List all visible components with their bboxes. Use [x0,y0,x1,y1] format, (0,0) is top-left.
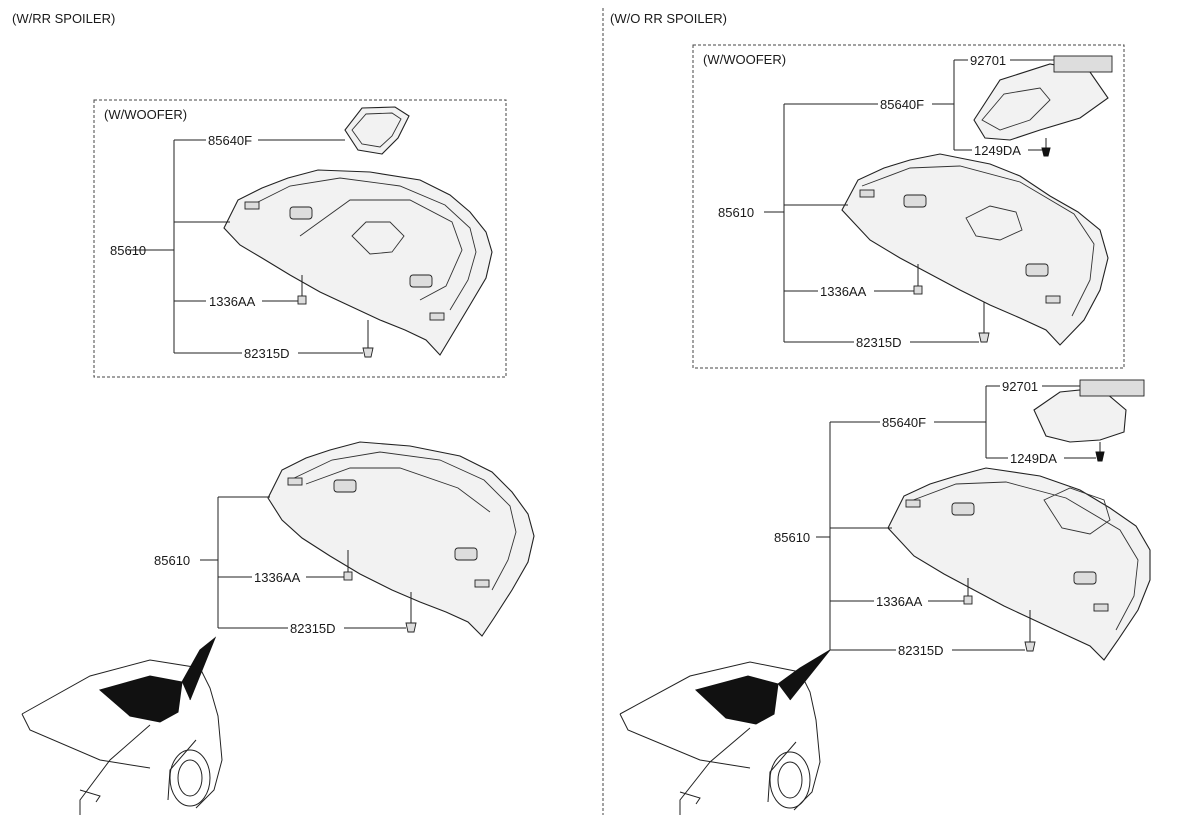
fastener-icon [362,320,374,358]
part-label: 1249DA [1010,451,1057,466]
woofer-cover-icon [344,106,410,155]
speaker-opening [409,274,433,288]
speaker-opening [333,479,357,493]
fastener-icon [978,302,990,343]
clip-icon [963,578,973,605]
part-label: 85610 [774,530,810,545]
speaker-opening [1025,263,1049,277]
group-left-woofer: (W/WOOFER) [93,99,507,378]
car-rear-icon [619,649,831,815]
section-title-right: (W/O RR SPOILER) [610,11,727,26]
part-label: 82315D [898,643,944,658]
group-right-standard: 85610 92701 85640F 1249DA 1336AA 82315D [774,379,1151,661]
speaker-opening [289,206,313,220]
woofer-group-frame [692,44,1125,369]
package-tray-icon [887,467,1151,661]
part-label: 1336AA [876,594,923,609]
speaker-opening [454,547,478,561]
clip-icon [343,550,353,581]
woofer-group-frame [93,99,507,378]
clip-icon [913,264,923,295]
part-label: 1336AA [820,284,867,299]
group-title: (W/WOOFER) [703,52,786,67]
package-tray-icon [223,169,493,356]
bracket [1053,55,1113,73]
part-label: 85640F [880,97,924,112]
part-label: 82315D [856,335,902,350]
fastener-icon [1024,610,1036,652]
group-title: (W/WOOFER) [104,107,187,122]
section-title-left: (W/RR SPOILER) [12,11,115,26]
woofer-cover-icon [973,55,1113,141]
part-label: 85640F [882,415,926,430]
screw-icon [1095,442,1105,462]
group-left-standard: 85610 1336AA 82315D [154,441,535,637]
part-label: 85610 [110,243,146,258]
package-tray-icon [267,441,535,637]
car-rear-icon [21,636,223,815]
part-label: 85640F [208,133,252,148]
part-label: 1336AA [209,294,256,309]
part-label: 85610 [154,553,190,568]
fastener-icon [405,592,417,633]
speaker-opening [951,502,975,516]
package-tray-icon [841,153,1109,346]
part-label: 1336AA [254,570,301,585]
part-label: 1249DA [974,143,1021,158]
clip-icon [297,275,307,305]
part-label: 92701 [1002,379,1038,394]
woofer-cover-icon [1033,379,1145,443]
part-label: 85610 [718,205,754,220]
screw-icon [1041,138,1051,157]
speaker-opening [903,194,927,208]
part-label: 82315D [244,346,290,361]
part-label: 92701 [970,53,1006,68]
speaker-opening [1073,571,1097,585]
bracket [1079,379,1145,397]
group-right-woofer: (W/WOOFER) [692,44,1125,369]
part-label: 82315D [290,621,336,636]
